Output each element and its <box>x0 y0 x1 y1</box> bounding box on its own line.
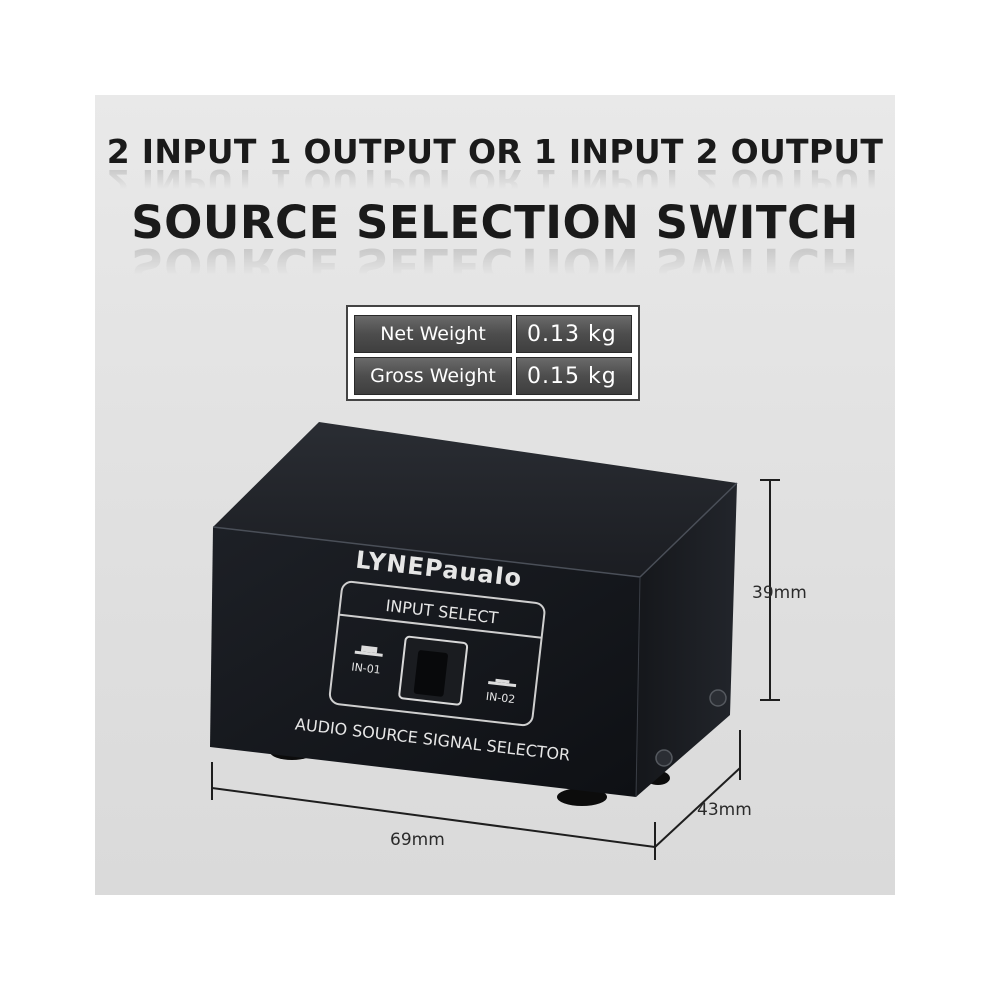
side-screw-lower <box>655 749 673 767</box>
panel-title-divider <box>338 613 542 639</box>
height-dimension <box>760 479 780 701</box>
weight-table: Net Weight 0.13 kg Gross Weight 0.15 kg <box>346 305 640 401</box>
switch-button[interactable] <box>413 650 448 697</box>
device-side-face <box>636 483 737 797</box>
depth-dimension-label: 43mm <box>697 800 752 820</box>
gross-weight-row: Gross Weight 0.15 kg <box>354 357 632 395</box>
in-01-indicator <box>360 645 378 654</box>
headline-line-1-text: 2 INPUT 1 OUTPUT OR 1 INPUT 2 OUTPUT <box>106 132 884 171</box>
width-dimension-label: 69mm <box>390 830 445 850</box>
headline-line-2: SOURCE SELECTION SWITCH SOURCE SELECTION… <box>0 196 990 291</box>
device-top-face <box>213 422 737 577</box>
in-02-indicator-base <box>488 680 517 688</box>
foot-front-right <box>557 788 607 806</box>
in-02-indicator <box>495 678 510 684</box>
side-screw-upper <box>709 689 727 707</box>
input-select-panel <box>328 580 546 727</box>
gross-weight-label: Gross Weight <box>354 357 512 395</box>
headline-line-2-text: SOURCE SELECTION SWITCH <box>131 196 859 249</box>
net-weight-label: Net Weight <box>354 315 512 353</box>
gross-weight-value: 0.15 kg <box>516 357 632 395</box>
in-01-label: IN-01 <box>351 660 382 676</box>
headline-line-1: 2 INPUT 1 OUTPUT OR 1 INPUT 2 OUTPUT 2 I… <box>0 132 990 201</box>
net-weight-row: Net Weight 0.13 kg <box>354 315 632 353</box>
net-weight-value: 0.13 kg <box>516 315 632 353</box>
in-02-label: IN-02 <box>485 690 516 706</box>
width-dimension <box>211 762 656 860</box>
device-corner-edge <box>635 576 641 798</box>
depth-dimension <box>654 730 741 848</box>
in-01-indicator-base <box>354 650 383 657</box>
height-dimension-label: 39mm <box>752 583 807 603</box>
